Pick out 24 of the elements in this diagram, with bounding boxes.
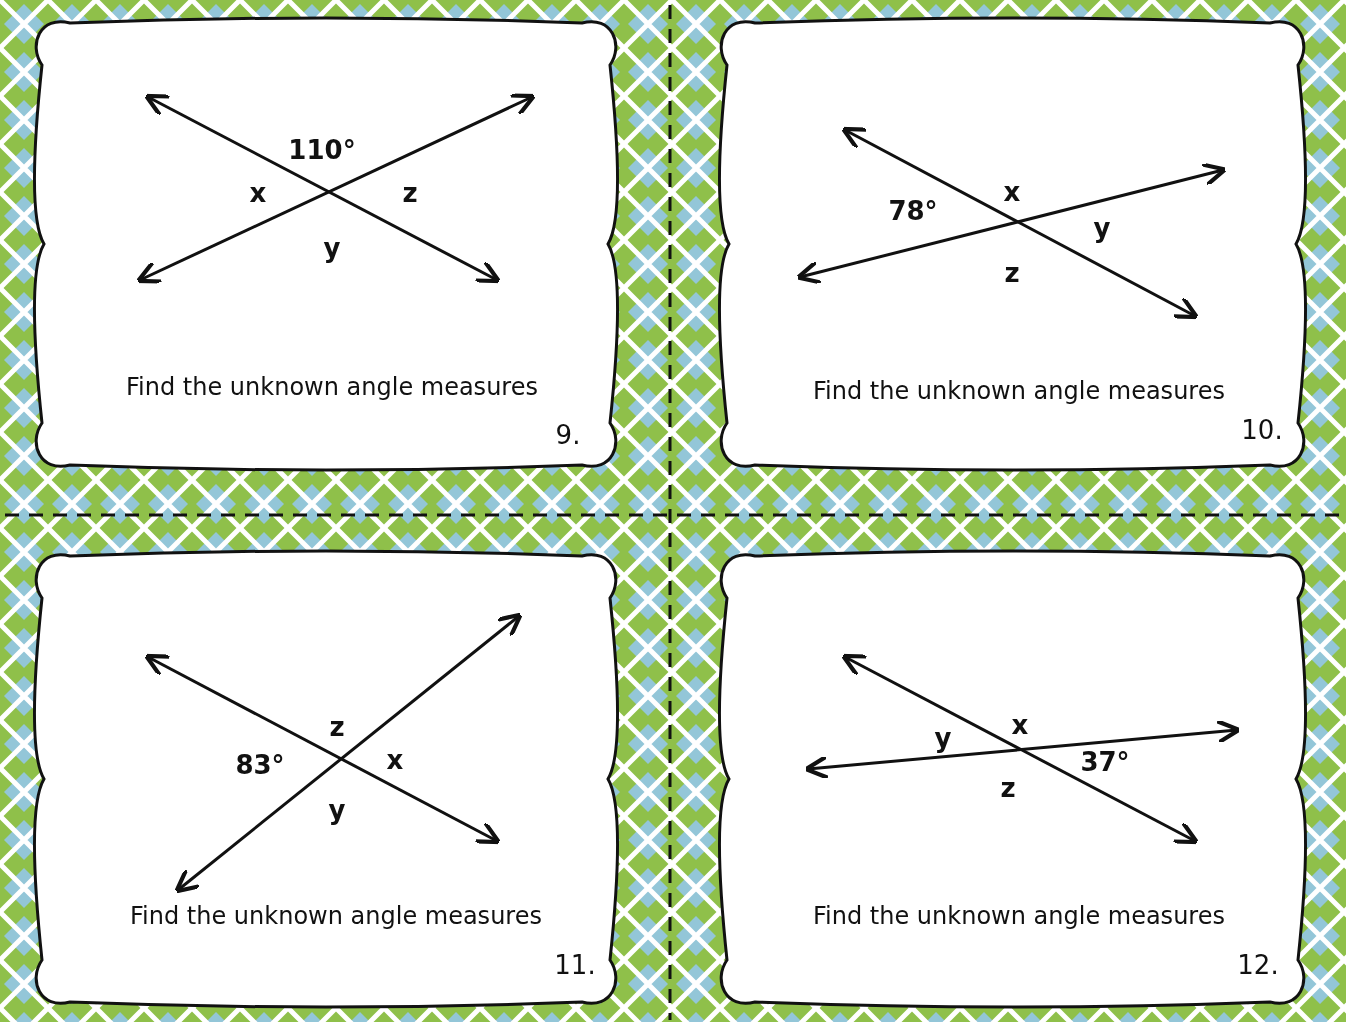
angle-label: z — [1000, 773, 1016, 803]
angle-label: y — [328, 795, 346, 825]
angle-label: 83° — [235, 750, 285, 780]
angle-label: x — [1003, 177, 1021, 207]
card-number: 11. — [554, 950, 596, 980]
angle-label: 78° — [888, 196, 938, 226]
instruction-text: Find the unknown angle measures — [813, 902, 1225, 930]
card-number: 12. — [1237, 950, 1279, 980]
card-number: 9. — [555, 420, 581, 450]
angle-label: z — [329, 712, 345, 742]
instruction-text: Find the unknown angle measures — [813, 377, 1225, 405]
angle-label: y — [934, 723, 952, 753]
angle-label: 110° — [288, 135, 356, 165]
angle-label: 37° — [1080, 747, 1130, 777]
angle-label: y — [323, 233, 341, 263]
angle-label: z — [402, 178, 418, 208]
instruction-text: Find the unknown angle measures — [126, 373, 538, 401]
angle-label: y — [1093, 213, 1111, 243]
angle-label: z — [1004, 258, 1020, 288]
card-number: 10. — [1241, 415, 1283, 445]
angle-label: x — [1011, 710, 1029, 740]
angle-label: x — [249, 178, 267, 208]
angle-label: x — [386, 745, 404, 775]
instruction-text: Find the unknown angle measures — [130, 902, 542, 930]
